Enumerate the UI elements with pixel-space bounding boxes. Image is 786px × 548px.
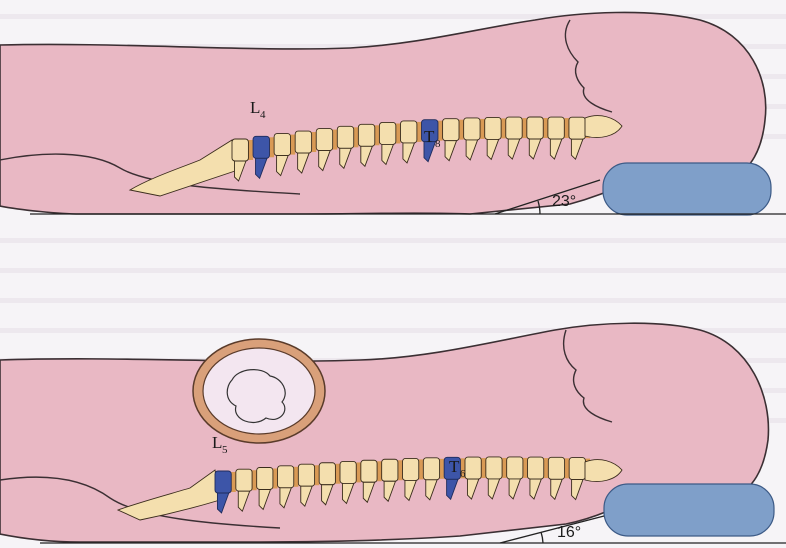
bottom-vertebra-body [278,466,294,488]
bottom-disc [544,458,549,478]
bottom-vertebra-body [236,469,252,491]
top-disc [501,118,506,138]
bottom-angle-label: 16° [557,524,581,541]
top-vertebra-body [232,139,248,161]
bottom-vertebra-body [548,457,564,479]
bottom-vertebra-body [569,458,585,480]
bottom-vertebra-body [257,467,273,489]
bottom-vertebra-body [403,458,419,480]
top-disc [522,118,527,138]
bottom-vertebra-body [528,457,544,479]
bottom-vertebra-body [298,464,314,486]
svg-text:T: T [424,127,435,146]
top-disc [459,120,464,140]
top-vertebra-body [485,117,501,139]
top-disc [375,125,380,145]
top-vertebra-body [400,121,416,143]
bottom-disc [273,468,278,488]
top-vertebra-body [506,117,522,139]
top-vertebra-body [337,126,353,148]
svg-text:5: 5 [222,444,228,456]
bottom-angle-arc [541,532,543,543]
top-pillow [603,163,771,215]
bottom-disc [315,465,320,485]
bottom-vertebra-body [465,457,481,479]
top-disc [417,122,422,142]
top-vertebra-body [464,118,480,140]
ring-cross-section [193,339,325,443]
bottom-vertebra-body [486,457,502,479]
top-vertebra-body [316,129,332,151]
bottom-vertebra-body [423,458,439,480]
top-disc [333,130,338,150]
bottom-vertebra-body [361,460,377,482]
top-disc [291,135,296,155]
svg-text:L: L [250,98,260,117]
svg-text:T: T [449,457,460,476]
top-vertebra-body [295,131,311,153]
top-disc [248,140,253,160]
top-disc [543,118,548,138]
top-disc [312,132,317,152]
top-vertebra-body [443,119,459,141]
top-angle-label: 23° [552,193,576,210]
bottom-disc [377,461,382,481]
top-disc [354,127,359,147]
top-disc [564,118,569,138]
bottom-disc [335,464,340,484]
bottom-vertebra-body [215,471,231,493]
bottom-disc [502,458,507,478]
top-vertebra-body [569,117,585,139]
top-vertebra-body [274,134,290,156]
bottom-disc [231,472,236,492]
svg-text:4: 4 [260,109,266,121]
bottom-vertebra-body [507,457,523,479]
top-vertebra-body [527,117,543,139]
bottom-vertebra-body [340,461,356,483]
bottom-disc [398,460,403,480]
bottom-vertebra-body [382,459,398,481]
svg-text:L: L [212,433,222,452]
top-disc [269,137,274,157]
bottom-panel: 16° L 5 T 6 [0,323,786,543]
bottom-disc [440,459,445,479]
bottom-disc [252,470,257,490]
top-vertebra-body [379,122,395,144]
top-vertebra-body [253,136,269,158]
svg-text:6: 6 [460,468,466,480]
top-vertebra-body [358,124,374,146]
top-panel: 23° L 4 T 8 [0,12,786,215]
bottom-vertebra-body [319,463,335,485]
bottom-disc [565,458,570,478]
bottom-pillow [604,484,774,536]
bottom-disc [523,458,528,478]
svg-text:8: 8 [435,138,441,150]
bottom-disc [356,462,361,482]
top-vertebra-body [548,117,564,139]
bottom-disc [481,458,486,478]
top-disc [480,119,485,139]
bottom-disc [419,459,424,479]
bottom-disc [294,467,299,487]
top-disc [396,123,401,143]
